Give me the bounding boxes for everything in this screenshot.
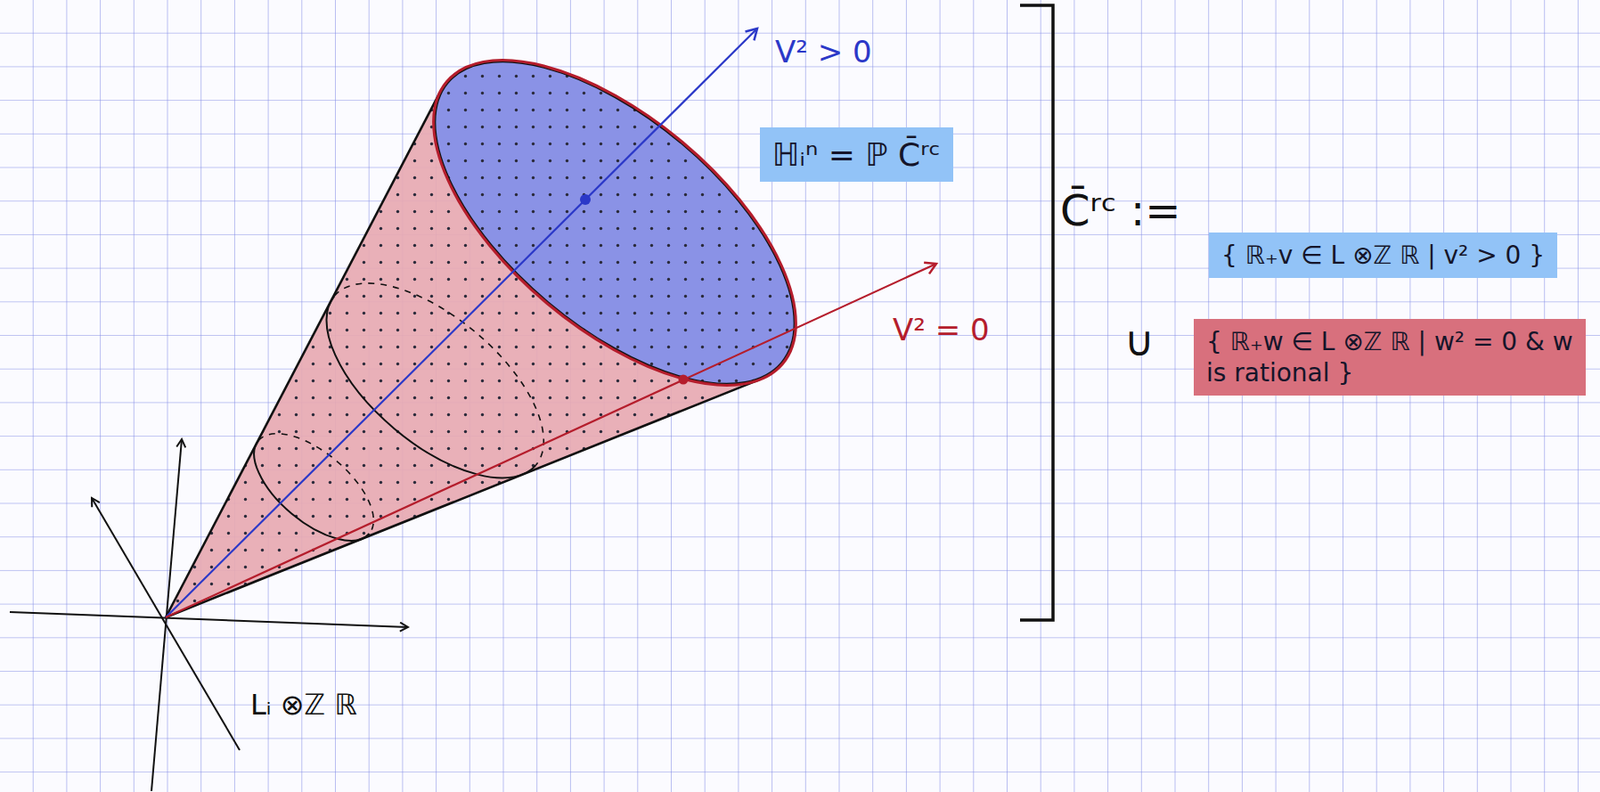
cross-section-hidden — [258, 433, 374, 534]
formula-text: ℍᵢⁿ = ℙ C̄ʳᶜ — [772, 134, 941, 175]
disc-outline — [382, 3, 849, 441]
math-label: Lᵢ ⊗ℤ ℝ — [250, 687, 358, 722]
null-set-box: { ℝ₊w ∈ L ⊗ℤ ℝ | w² = 0 & w is rational … — [1193, 318, 1586, 396]
math-label: C̄ʳᶜ := — [1060, 185, 1181, 237]
definition-box: ℍᵢⁿ = ℙ C̄ʳᶜ — [759, 127, 954, 182]
null-ray — [165, 263, 937, 618]
positive-point — [579, 194, 591, 205]
positive-ray — [165, 28, 758, 618]
cone-edge — [165, 379, 761, 618]
bracket — [1020, 5, 1054, 621]
formula-text: { ℝ₊w ∈ L ⊗ℤ ℝ | w² = 0 & w is rational … — [1206, 326, 1574, 389]
math-label: ∪ — [1124, 317, 1155, 367]
math-label: V² > 0 — [775, 33, 873, 71]
cross-section — [326, 295, 537, 478]
cross-section-hidden — [334, 283, 544, 466]
formula-text: { ℝ₊v ∈ L ⊗ℤ ℝ | v² > 0 } — [1221, 239, 1545, 271]
cross-section — [253, 440, 369, 541]
cone-edge — [165, 90, 441, 618]
math-label: V² = 0 — [892, 311, 990, 349]
positive-set-box: { ℝ₊v ∈ L ⊗ℤ ℝ | v² > 0 } — [1208, 232, 1558, 278]
null-point — [678, 375, 689, 385]
axis-line — [9, 612, 409, 628]
